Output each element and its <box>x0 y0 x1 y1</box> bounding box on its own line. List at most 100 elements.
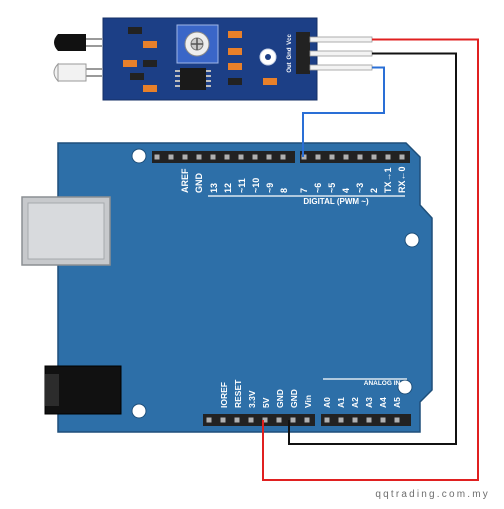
power-pin-label: GND <box>275 389 285 408</box>
ir-emitter-led <box>53 62 102 83</box>
smd-resistor <box>228 31 242 38</box>
digital-pin-label: 7 <box>299 188 309 193</box>
digital-label: DIGITAL (PWM ~) <box>303 197 369 206</box>
out-wire <box>302 66 385 157</box>
power-pin-label: GND <box>289 389 299 408</box>
header-hole <box>366 417 372 423</box>
sensor-pin-gnd <box>309 50 373 57</box>
header-hole <box>210 154 216 160</box>
sensor-pin-out <box>309 64 373 71</box>
digital-pin-label: 2 <box>369 188 379 193</box>
header-hole <box>399 154 405 160</box>
sensor-header <box>296 32 310 74</box>
header-hole <box>315 154 321 160</box>
header-hole <box>280 154 286 160</box>
digital-pin-label: 12 <box>223 183 233 193</box>
header-hole <box>154 154 160 160</box>
header-hole <box>343 154 349 160</box>
analog-header <box>321 414 411 426</box>
power-pin-label: RESET <box>233 379 243 408</box>
header-hole <box>206 417 212 423</box>
header-hole <box>234 417 240 423</box>
header-hole <box>371 154 377 160</box>
digital-pin-label: RX←0 <box>397 166 407 193</box>
watermark: qqtrading.com.my <box>375 489 490 500</box>
smd-resistor <box>130 73 144 80</box>
header-hole <box>224 154 230 160</box>
digital-pin-label: ~9 <box>265 183 275 193</box>
smd-resistor <box>128 27 142 34</box>
smd-resistor <box>123 60 137 67</box>
power-pin-label: 5V <box>261 397 271 408</box>
digital-pin-label: ~5 <box>327 183 337 193</box>
header-hole <box>352 417 358 423</box>
header-hole <box>324 417 330 423</box>
sensor-pin-label: Gnd <box>287 47 293 59</box>
header-hole <box>357 154 363 160</box>
mounting-hole <box>131 403 147 419</box>
power-pin-label: IOREF <box>219 382 229 408</box>
board-outline <box>57 142 433 433</box>
digital-pin-label: 13 <box>209 183 219 193</box>
header-hole <box>276 417 282 423</box>
header-hole <box>220 417 226 423</box>
power-pin-labels: IOREF RESET 3.3V 5V GND GND Vin <box>219 379 313 408</box>
sensor-pin-label: Out <box>287 62 293 72</box>
analog-pin-label: A4 <box>378 397 388 408</box>
ir-receiver-led <box>54 34 102 51</box>
digital-pin-label: AREF <box>180 168 190 193</box>
power-pin-label: Vin <box>303 395 313 408</box>
digital-header <box>152 151 410 163</box>
mounting-hole <box>397 379 413 395</box>
smd-resistor <box>228 63 242 70</box>
analog-pin-label: A2 <box>350 397 360 408</box>
digital-header-left <box>152 151 295 163</box>
smd-resistor <box>143 60 157 67</box>
header-hole <box>238 154 244 160</box>
mounting-hole <box>131 148 147 164</box>
header-hole <box>329 154 335 160</box>
smd-resistor <box>143 41 157 48</box>
smd-resistor <box>263 78 277 85</box>
header-hole <box>338 417 344 423</box>
smd-resistor <box>143 85 157 92</box>
sensor-pins <box>309 36 373 71</box>
smd-resistor <box>228 78 242 85</box>
digital-pin-label: TX→1 <box>383 167 393 193</box>
digital-pin-label: 4 <box>341 188 351 193</box>
analog-pin-label: A1 <box>336 397 346 408</box>
header-hole <box>304 417 310 423</box>
digital-pin-label: ~11 <box>237 178 247 193</box>
digital-pin-label: GND <box>194 173 204 194</box>
smd-resistor <box>228 48 242 55</box>
comparator-chip <box>175 68 211 90</box>
wires <box>262 38 479 481</box>
header-hole <box>394 417 400 423</box>
analog-label: ANALOG IN <box>364 380 401 387</box>
sensor-pin-label: Vcc <box>287 34 293 45</box>
analog-pin-label: A0 <box>322 397 332 408</box>
power-header <box>203 414 315 426</box>
digital-pin-label: ~3 <box>355 183 365 193</box>
potentiometer <box>176 24 219 64</box>
header-hole <box>385 154 391 160</box>
power-pin-label: 3.3V <box>247 390 257 408</box>
analog-pin-label: A3 <box>364 397 374 408</box>
header-hole <box>248 417 254 423</box>
header-hole <box>266 154 272 160</box>
gnd-wire <box>288 52 457 445</box>
digital-pin-label: ~6 <box>313 183 323 193</box>
header-hole <box>182 154 188 160</box>
header-hole <box>168 154 174 160</box>
mounting-hole <box>404 232 420 248</box>
digital-header-right <box>300 151 410 163</box>
header-hole <box>290 417 296 423</box>
header-hole <box>196 154 202 160</box>
sensor-pin-vcc <box>309 36 373 43</box>
